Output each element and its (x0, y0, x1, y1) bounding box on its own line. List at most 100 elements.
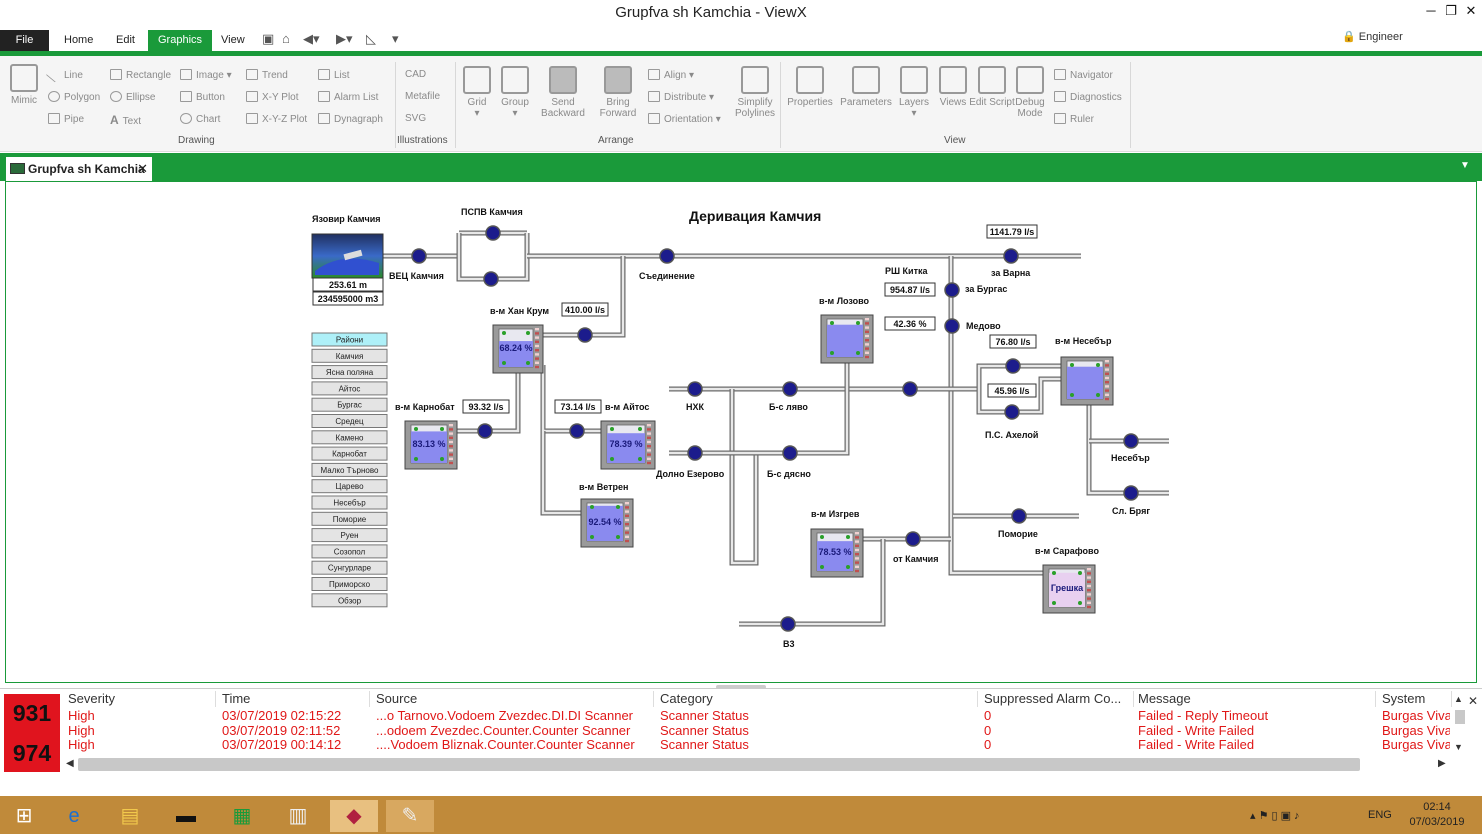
tab-graphics[interactable]: Graphics (148, 30, 213, 51)
svg-button[interactable]: SVG (405, 113, 427, 124)
tank-vetren[interactable]: 92.54 % (580, 498, 634, 548)
tab-menu-icon[interactable]: ▼ (1460, 160, 1470, 171)
valve-icon[interactable] (782, 381, 798, 397)
ellipse-button[interactable]: Ellipse (110, 91, 155, 103)
region-button-0[interactable]: Райони (311, 332, 388, 347)
scroll-down-icon[interactable]: ▼ (1454, 742, 1463, 752)
alarm-cell[interactable]: Scanner Status (660, 737, 749, 752)
close-alarm-pane-icon[interactable]: ✕ (1468, 694, 1479, 708)
valve-icon[interactable] (1004, 404, 1020, 420)
tray-icons[interactable]: ▴ ⚑ ▯ ▣ ♪ (1250, 810, 1300, 822)
region-button-6[interactable]: Камено (311, 430, 388, 445)
chart-button[interactable]: Chart (180, 113, 220, 125)
layers-button[interactable]: Layers▾ (886, 66, 942, 119)
column-header-2[interactable]: Source (372, 691, 654, 707)
alarm-cell[interactable]: High (68, 722, 95, 738)
column-header-3[interactable]: Category (656, 691, 978, 707)
alarm-cell[interactable]: Burgas Viva (1382, 708, 1450, 723)
alarm-cell[interactable]: Burgas Viva (1382, 722, 1450, 738)
rectangle-button[interactable]: Rectangle (110, 69, 171, 81)
navigator-button[interactable]: Navigator (1054, 69, 1113, 81)
column-header-1[interactable]: Time (218, 691, 370, 707)
cad-button[interactable]: CAD (405, 69, 427, 80)
region-button-11[interactable]: Поморие (311, 511, 388, 526)
tank-lozovo[interactable] (820, 314, 874, 364)
trend-button[interactable]: Trend (246, 69, 288, 81)
alarm-cell[interactable]: Failed - Write Failed (1138, 737, 1255, 752)
valve-icon[interactable] (687, 381, 703, 397)
region-button-14[interactable]: Сунгурларе (311, 560, 388, 575)
minimize-button[interactable]: ─ (1426, 3, 1436, 18)
alarm-cell[interactable]: 0 (984, 708, 992, 723)
user-indicator[interactable]: 🔒 Engineer (1342, 30, 1403, 43)
alarm-cell[interactable]: ...odoem Zvezdec.Counter.Counter Scanner (376, 722, 631, 738)
scroll-up-icon[interactable]: ▲ (1454, 694, 1463, 704)
tab-file[interactable]: File (0, 30, 49, 51)
internet-explorer-icon[interactable]: e (68, 805, 80, 827)
valve-icon[interactable] (1123, 433, 1139, 449)
valve-icon[interactable] (687, 445, 703, 461)
alarm-list-button[interactable]: Alarm List (318, 91, 378, 103)
alarm-cell[interactable]: Scanner Status (660, 708, 749, 723)
valve-icon[interactable] (483, 271, 499, 287)
views-button[interactable]: Views (925, 66, 981, 108)
region-button-15[interactable]: Приморско (311, 577, 388, 591)
align-button[interactable]: Align ▾ (648, 69, 694, 81)
alarm-cell[interactable]: 03/07/2019 02:11:52 (222, 722, 341, 738)
tank-sarafovo[interactable]: Грешка (1042, 564, 1096, 614)
column-header-6[interactable]: System (1378, 691, 1452, 707)
tank-aytos[interactable]: 78.39 % (600, 420, 656, 470)
edit-script-button[interactable]: Edit Script (964, 66, 1020, 108)
alarm-cell[interactable]: Burgas Viva (1382, 737, 1450, 752)
command-prompt-icon[interactable]: ▬ (176, 805, 196, 827)
customize-icon[interactable]: ▾ (392, 31, 399, 46)
paint-icon[interactable]: ✎ (386, 800, 434, 832)
column-header-0[interactable]: Severity (64, 691, 216, 707)
diagnostics-button[interactable]: Diagnostics (1054, 91, 1122, 103)
alarm-cell[interactable]: High (68, 737, 95, 752)
region-button-5[interactable]: Средец (311, 414, 388, 428)
valve-icon[interactable] (1005, 358, 1021, 374)
bring-forward-button[interactable]: Bring Forward (590, 66, 646, 119)
tank-han_krum[interactable]: 68.24 % (492, 324, 544, 374)
clock[interactable]: 02:14 07/03/2019 (1404, 800, 1470, 830)
windows-start-icon[interactable]: ⊞ (15, 805, 33, 827)
scroll-right-icon[interactable]: ▶ (1438, 758, 1446, 769)
back-icon[interactable]: ◀▾ (303, 31, 320, 46)
column-header-4[interactable]: Suppressed Alarm Co... (980, 691, 1134, 707)
tab-view[interactable]: View (221, 34, 245, 46)
xy-plot-button[interactable]: X-Y Plot (246, 91, 299, 103)
valve-icon[interactable] (944, 282, 960, 298)
valve-icon[interactable] (1003, 248, 1019, 264)
valve-icon[interactable] (477, 423, 493, 439)
valve-icon[interactable] (902, 381, 918, 397)
tank-izgrev[interactable]: 78.53 % (810, 528, 864, 578)
debug-mode-button[interactable]: Debug Mode (1002, 66, 1058, 119)
file-explorer-icon[interactable]: ▤ (120, 805, 140, 827)
valve-icon[interactable] (782, 445, 798, 461)
store-icon[interactable]: ▦ (232, 805, 252, 827)
xyz-plot-button[interactable]: X-Y-Z Plot (246, 113, 307, 125)
alarm-cell[interactable]: High (68, 708, 95, 723)
simplify-polylines-button[interactable]: Simplify Polylines (727, 66, 783, 119)
region-button-12[interactable]: Руен (311, 528, 388, 543)
button-button[interactable]: Button (180, 91, 225, 103)
valve-icon[interactable] (905, 531, 921, 547)
alarm-cell[interactable]: 03/07/2019 02:15:22 (222, 708, 342, 723)
column-header-5[interactable]: Message (1134, 691, 1376, 707)
region-button-4[interactable]: Бургас (311, 397, 388, 412)
alarm-cell[interactable]: Failed - Reply Timeout (1138, 708, 1269, 723)
alarm-cell[interactable]: 03/07/2019 00:14:12 (222, 737, 342, 752)
list-button[interactable]: List (318, 69, 350, 81)
region-button-8[interactable]: Малко Търново (311, 462, 388, 477)
region-button-13[interactable]: Созопол (311, 544, 388, 559)
valve-icon[interactable] (485, 225, 501, 241)
calculator-icon[interactable]: ▥ (288, 805, 308, 827)
home-icon[interactable]: ⌂ (282, 31, 290, 46)
image-button[interactable]: Image ▾ (180, 69, 232, 81)
mimic-button[interactable]: Mimic (0, 64, 52, 106)
alarm-cell[interactable]: Scanner Status (660, 722, 749, 738)
alarm-cell[interactable]: 0 (984, 737, 992, 752)
region-button-3[interactable]: Айтос (311, 381, 388, 396)
